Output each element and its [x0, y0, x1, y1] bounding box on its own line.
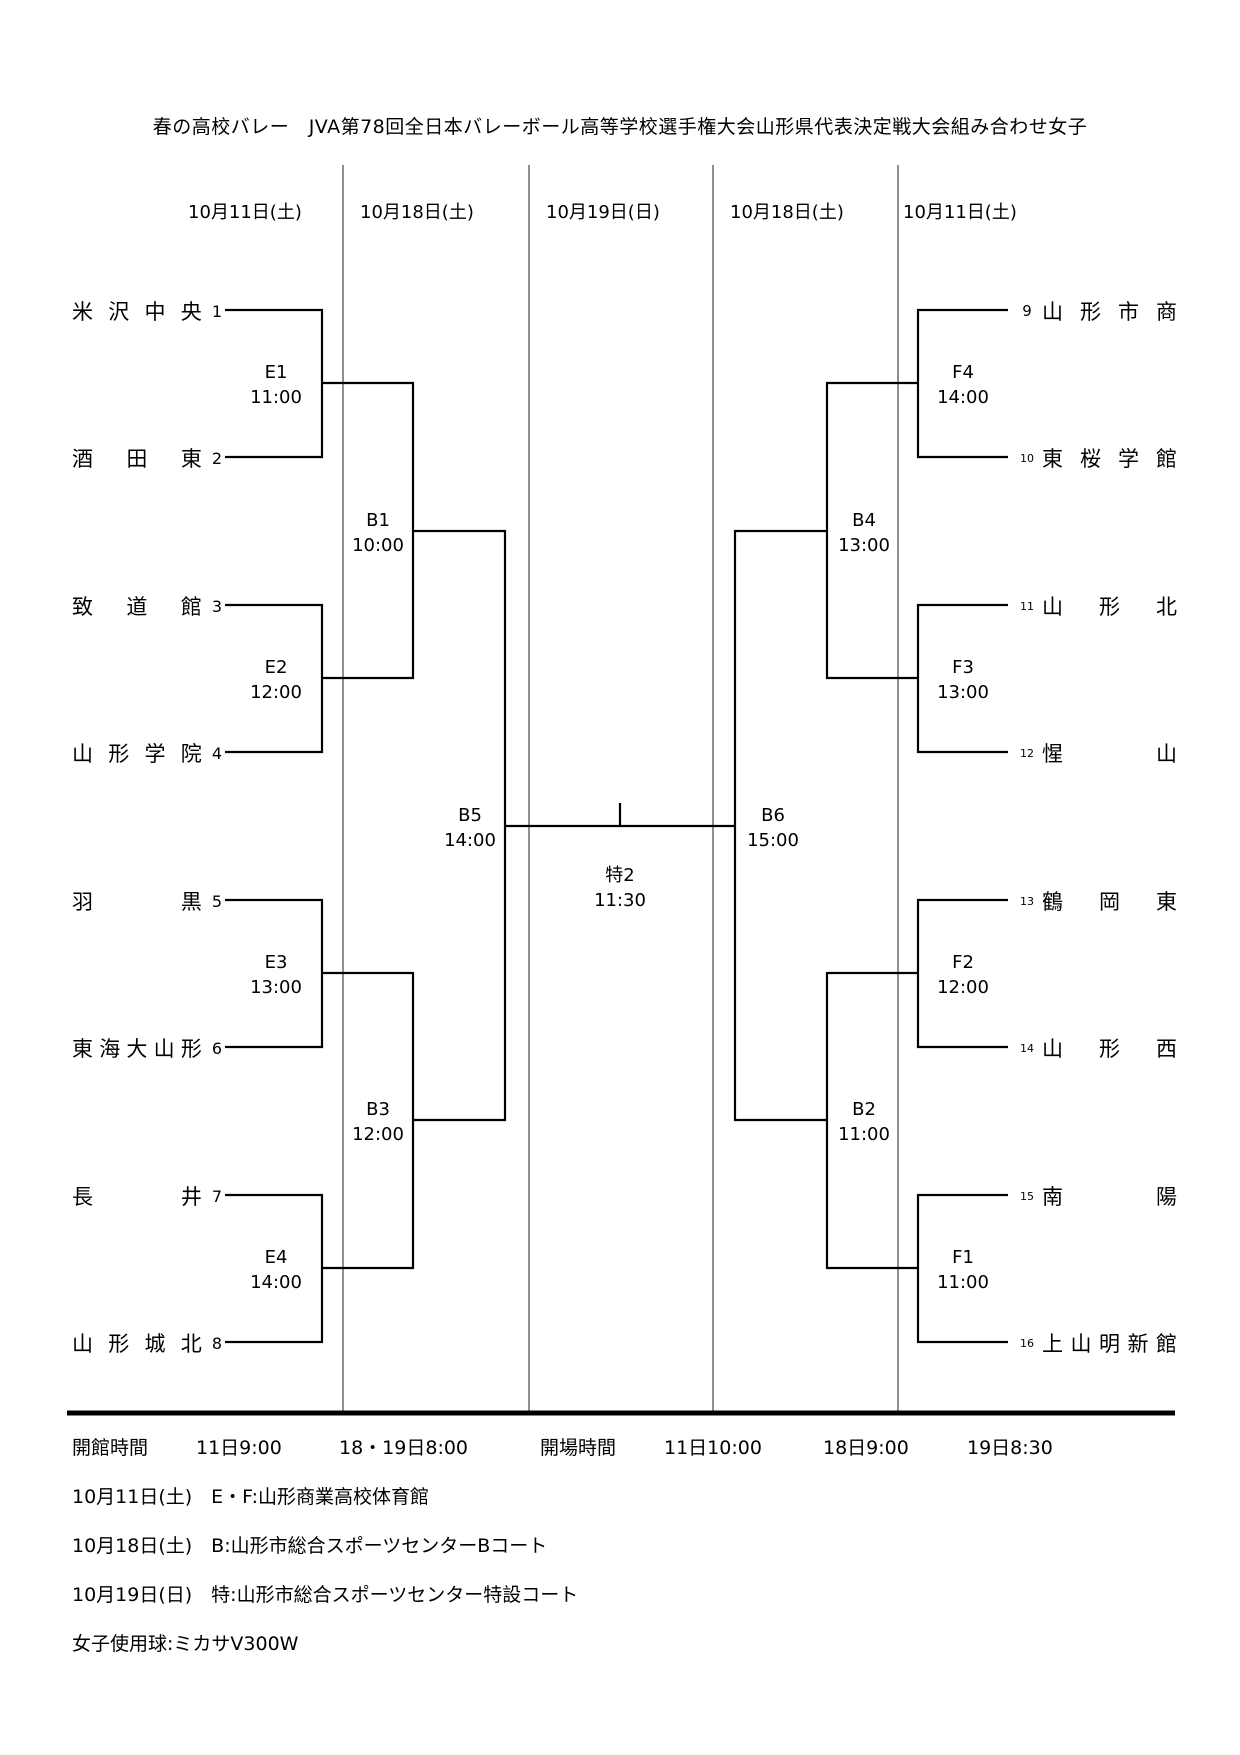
date-header-f-right: 10月11日(土) — [903, 202, 1017, 223]
date-header-e-left: 10月11日(土) — [188, 202, 302, 223]
team-name: 山形西 — [1042, 1037, 1177, 1061]
team-seed: 2 — [211, 448, 222, 468]
team-right-11: 11 山形北 — [1012, 591, 1177, 621]
team-left-8: 山形城北 8 — [72, 1328, 222, 1358]
team-seed: 5 — [211, 891, 222, 911]
team-name: 東海大山形 — [72, 1037, 202, 1061]
page-title: 春の高校バレー JVA第78回全日本バレーボール高等学校選手権大会山形県代表決定… — [152, 116, 1088, 138]
team-seed: 7 — [211, 1186, 222, 1206]
team-seed: 1 — [211, 301, 222, 321]
team-seed: 14 — [1020, 1041, 1034, 1055]
team-right-15: 15 南陽 — [1012, 1181, 1177, 1211]
team-seed: 13 — [1020, 894, 1034, 908]
team-seed: 15 — [1020, 1189, 1034, 1203]
date-header-final: 10月19日(日) — [546, 202, 660, 223]
column-dividers — [342, 165, 899, 1412]
bracket-f1 — [916, 1193, 1008, 1344]
team-right-9: 9 山形市商 — [1012, 296, 1177, 326]
team-name: 山形市商 — [1042, 300, 1177, 324]
opening-hall-11: 11日9:00 — [196, 1437, 282, 1459]
venue-line-oct18: 10月18日(土) B:山形市総合スポーツセンターBコート — [72, 1535, 548, 1557]
team-left-2: 酒田東 2 — [72, 443, 222, 473]
bracket-f3 — [916, 603, 1008, 754]
team-name: 長井 — [72, 1185, 202, 1209]
team-right-12: 12 惺山 — [1012, 738, 1177, 768]
team-name: 羽黒 — [72, 890, 202, 914]
team-name: 惺山 — [1042, 742, 1177, 766]
team-right-13: 13 鶴岡東 — [1012, 886, 1177, 916]
team-name: 南陽 — [1042, 1185, 1177, 1209]
team-name: 米沢中央 — [72, 300, 202, 324]
team-left-3: 致道館 3 — [72, 591, 222, 621]
date-header-b-right: 10月18日(土) — [730, 202, 844, 223]
team-right-14: 14 山形西 — [1012, 1033, 1177, 1063]
bracket-b4 — [825, 381, 918, 680]
team-name: 山形北 — [1042, 595, 1177, 619]
team-seed: 6 — [211, 1038, 222, 1058]
team-right-10: 10 東桜学館 — [1012, 443, 1177, 473]
team-right-16: 16 上山明新館 — [1012, 1328, 1177, 1358]
team-left-5: 羽黒 5 — [72, 886, 222, 916]
opening-hall-18-19: 18・19日8:00 — [339, 1437, 469, 1459]
team-left-1: 米沢中央 1 — [72, 296, 222, 326]
venue-line-oct19: 10月19日(日) 特:山形市総合スポーツセンター特設コート — [72, 1584, 579, 1606]
bracket-b6 — [733, 529, 827, 1122]
opening-venue-label: 開場時間 — [540, 1437, 617, 1459]
team-name: 山形学院 — [72, 742, 202, 766]
team-name: 東桜学館 — [1042, 447, 1177, 471]
team-name: 山形城北 — [72, 1332, 202, 1356]
team-seed: 16 — [1020, 1336, 1034, 1350]
team-seed: 9 — [1022, 302, 1032, 320]
team-seed: 12 — [1020, 746, 1034, 760]
team-name: 上山明新館 — [1042, 1332, 1177, 1356]
team-seed: 11 — [1020, 599, 1034, 613]
team-seed: 4 — [211, 743, 222, 763]
team-seed: 10 — [1020, 451, 1034, 465]
team-left-4: 山形学院 4 — [72, 738, 222, 768]
bracket-b2 — [825, 971, 918, 1270]
bracket-f4 — [916, 308, 1008, 459]
opening-venue-18: 18日9:00 — [823, 1437, 909, 1459]
team-name: 酒田東 — [72, 447, 202, 471]
team-seed: 3 — [211, 596, 222, 616]
opening-venue-11: 11日10:00 — [664, 1437, 762, 1459]
venue-line-oct11: 10月11日(土) E・F:山形商業高校体育館 — [72, 1486, 430, 1508]
team-seed: 8 — [211, 1333, 222, 1353]
opening-hall-label: 開館時間 — [72, 1437, 149, 1459]
team-left-6: 東海大山形 6 — [72, 1033, 222, 1063]
opening-venue-19: 19日8:30 — [967, 1437, 1053, 1459]
team-name: 鶴岡東 — [1042, 890, 1177, 914]
ball-info: 女子使用球:ミカサV300W — [72, 1633, 299, 1655]
team-left-7: 長井 7 — [72, 1181, 222, 1211]
team-name: 致道館 — [72, 595, 202, 619]
bracket-f2 — [916, 898, 1008, 1049]
date-header-b-left: 10月18日(土) — [360, 202, 474, 223]
